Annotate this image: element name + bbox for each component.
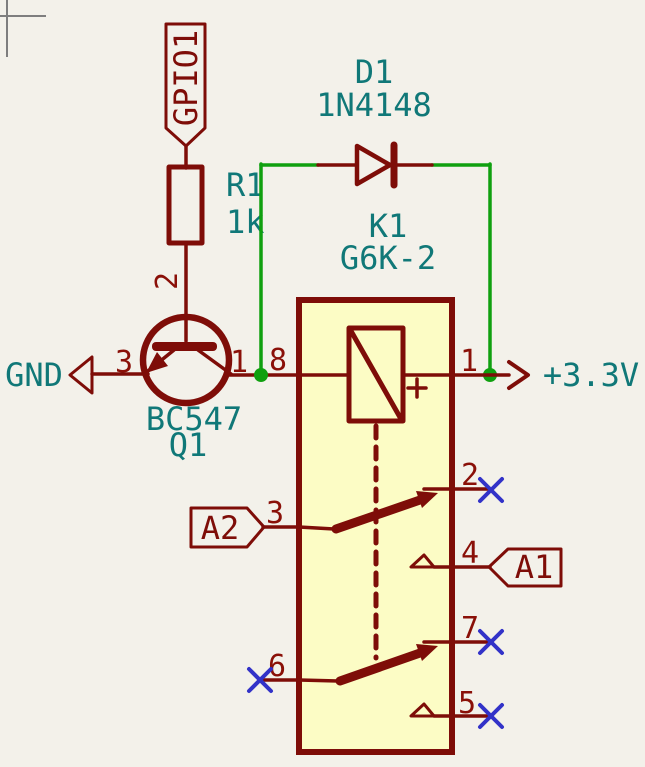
global-label-a2-text: A2 <box>201 509 240 547</box>
transistor-collector-line <box>196 348 233 376</box>
gnd-triangle <box>68 355 94 395</box>
global-label-a2[interactable]: A2 <box>189 506 266 549</box>
global-label-outline <box>164 22 207 148</box>
d1-reference: D1 <box>355 53 394 91</box>
k1-pin1-number: 1 <box>460 344 478 379</box>
nc-stroke <box>478 629 504 655</box>
no-connect-x-pin2[interactable] <box>478 477 504 503</box>
q1-pin-collector-number: 1 <box>230 345 248 380</box>
resistor-body <box>166 164 205 246</box>
power-3v3-symbol[interactable]: +3.3V <box>450 356 639 394</box>
wires-green[interactable] <box>259 162 492 375</box>
nc-stroke <box>478 477 504 503</box>
v33-arrow-chevron <box>507 360 530 390</box>
diode-triangle <box>354 143 393 187</box>
relay-pin5-contact-triangle <box>409 702 436 718</box>
global-label-a1[interactable]: A1 <box>487 547 563 588</box>
relay-switch-arm-bottom <box>335 648 425 686</box>
relay-pin4-contact-triangle <box>409 553 436 569</box>
k1-pin3-number: 3 <box>266 496 284 531</box>
nc-stroke <box>478 703 504 729</box>
transistor-base-bar <box>152 342 217 351</box>
junction-dot-left[interactable] <box>254 368 268 382</box>
r1-reference: R1 <box>226 166 265 204</box>
q1-reference: Q1 <box>169 426 208 464</box>
no-connect-x-pin5[interactable] <box>478 703 504 729</box>
nc-stroke <box>247 667 273 693</box>
relay-coil-diagonal <box>348 328 404 422</box>
no-connect-x-pin7[interactable] <box>478 629 504 655</box>
relay-pin3-inner-stub <box>297 525 336 531</box>
transistor-circle <box>139 313 233 407</box>
q1-value: BC547 <box>146 400 242 438</box>
k1-pin5-number: 5 <box>458 686 476 721</box>
relay-switch-arm-top <box>331 495 425 534</box>
relay-switch-arm-bottom-arrow <box>416 644 438 661</box>
relay-k1[interactable]: 8 1 2 3 4 7 6 5 K1 G6K-2 <box>261 207 492 755</box>
global-label-a2-outline <box>189 506 266 549</box>
transistor-emitter-arrow <box>146 352 168 373</box>
q1-pin-base-number: 2 <box>150 272 185 290</box>
k1-pin8-number: 8 <box>269 343 287 378</box>
k1-pin4-number: 4 <box>461 536 479 571</box>
sheet-corner-crosshair <box>0 0 46 57</box>
relay-pin6-inner-stub <box>297 678 340 683</box>
v33-label-text: +3.3V <box>543 356 639 394</box>
no-connect-marks[interactable] <box>247 477 504 729</box>
q1-pin-emitter-number: 3 <box>115 345 133 380</box>
relay-body <box>296 297 455 755</box>
transistor-q1[interactable]: 2 3 1 BC547 Q1 <box>115 272 248 464</box>
global-label-gpio1-text: GPIO1 <box>167 30 205 126</box>
relay-switch-arm-top-arrow <box>416 491 438 508</box>
k1-pin7-number: 7 <box>461 611 479 646</box>
no-connect-x-pin6[interactable] <box>247 667 273 693</box>
global-label-a1-outline <box>487 547 563 588</box>
k1-pin6-number: 6 <box>268 649 286 684</box>
global-label-gpio1[interactable]: GPIO1 <box>164 22 207 148</box>
d1-value: 1N4148 <box>316 86 432 124</box>
resistor-r1[interactable]: R1 1k <box>166 164 265 343</box>
diode-d1[interactable]: D1 1N4148 <box>316 53 434 189</box>
global-label-a1-text: A1 <box>515 548 554 586</box>
r1-value: 1k <box>226 203 265 241</box>
gnd-label-text: GND <box>5 356 63 394</box>
k1-value: G6K-2 <box>340 239 436 277</box>
k1-pin2-number: 2 <box>461 458 479 493</box>
gnd-power-symbol[interactable]: GND <box>5 355 150 395</box>
k1-reference: K1 <box>369 207 408 245</box>
